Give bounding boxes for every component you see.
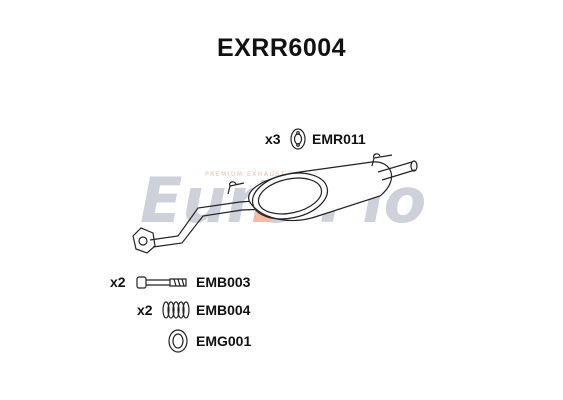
rubber-hanger-icon bbox=[290, 128, 306, 150]
spring-icon bbox=[162, 301, 190, 319]
watermark-tagline: PREMIUM EXHAUST PARTS bbox=[205, 171, 315, 178]
part-qty-spring: x2 bbox=[137, 302, 153, 318]
hanger-bracket-front bbox=[227, 181, 245, 195]
part-qty-bolt: x2 bbox=[110, 274, 126, 290]
outlet-pipe-top bbox=[377, 161, 413, 173]
part-code-hanger: EMR011 bbox=[312, 131, 366, 147]
flange-hole bbox=[138, 236, 148, 246]
part-number-title: EXRR6004 bbox=[216, 34, 347, 62]
silencer-body bbox=[248, 161, 393, 222]
inlet-flange bbox=[132, 227, 156, 254]
part-code-gasket: EMG001 bbox=[196, 333, 252, 349]
hanger-bracket-rear bbox=[371, 153, 393, 167]
part-qty-hanger: x3 bbox=[265, 131, 281, 147]
bolt-icon bbox=[136, 276, 187, 289]
part-code-bolt: EMB003 bbox=[196, 274, 251, 290]
gasket-ring-icon bbox=[168, 329, 188, 353]
part-code-spring: EMB004 bbox=[196, 302, 251, 318]
silencer-end-cap bbox=[251, 172, 329, 220]
outlet-pipe-bottom bbox=[381, 169, 416, 181]
silencer-end-cap-inner bbox=[257, 177, 323, 215]
exhaust-silencer-assembly bbox=[132, 153, 418, 254]
outlet-pipe-end bbox=[410, 160, 418, 172]
